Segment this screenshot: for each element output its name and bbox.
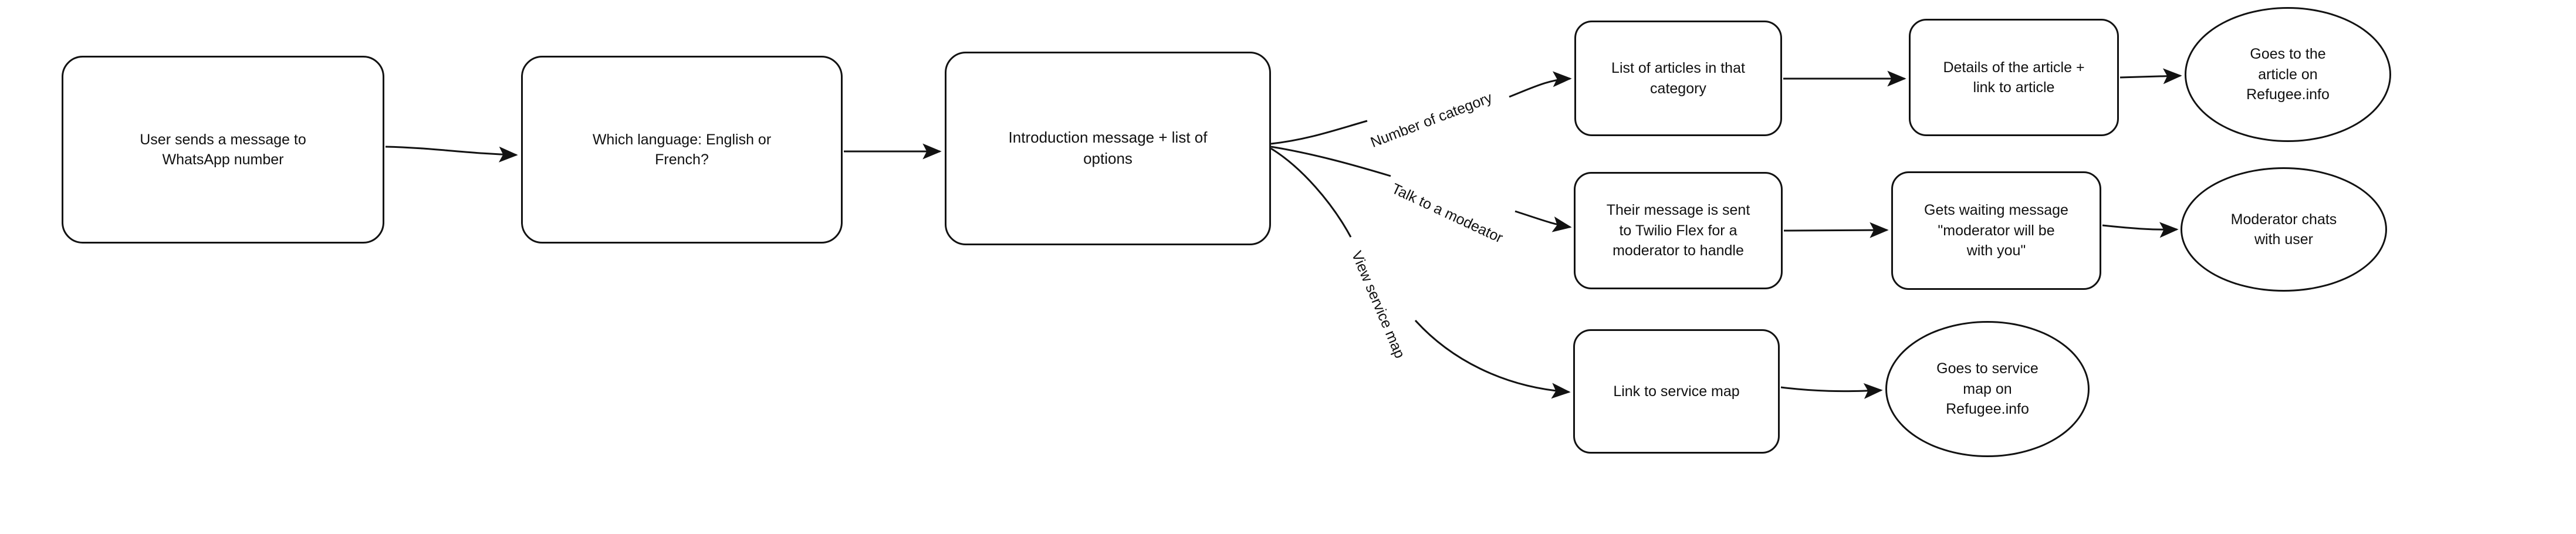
edge-link-service-map-to-goes-to-service-map [1780, 383, 1883, 399]
edge-introduction-to-twilio-flex [1270, 146, 1391, 177]
node-list-of-articles[interactable]: List of articles in that category [1574, 21, 1782, 136]
edge-article-details-to-goes-to-article [2119, 68, 2182, 85]
node-link-service-map[interactable]: Link to service map [1573, 329, 1780, 454]
node-twilio-flex[interactable]: Their message is sent to Twilio Flex for… [1574, 172, 1783, 289]
node-twilio-flex-label: Their message is sent to Twilio Flex for… [1606, 202, 1750, 259]
node-which-language-label: Which language: English or French? [592, 131, 772, 168]
edge-introduction-to-link-service-map [1270, 147, 1352, 238]
node-user-message-label: User sends a message to WhatsApp number [140, 131, 306, 168]
edge-label-number-of-category-text: Number of category [1368, 89, 1495, 151]
edge-label-view-service-map: View service map [1348, 249, 1408, 361]
node-moderator-chats[interactable]: Moderator chats with user [2181, 167, 2387, 292]
node-which-language[interactable]: Which language: English or French? [521, 56, 843, 244]
edge-label-view-service-map-text: View service map [1348, 248, 1408, 361]
edge-waiting-message-to-moderator-chats [2102, 222, 2179, 238]
edge-twilio-flex-to-waiting-message [1783, 222, 1889, 238]
edge-introduction-to-list-of-articles-tail [1509, 71, 1572, 98]
edge-label-talk-to-moderator: Talk to a modeator [1389, 180, 1506, 246]
node-link-service-map-label: Link to service map [1613, 383, 1740, 400]
edge-introduction-to-link-service-map-tail [1414, 319, 1571, 399]
node-article-details-label: Details of the article + link to article [1943, 59, 2085, 96]
node-introduction-message[interactable]: Introduction message + list of options [945, 52, 1271, 245]
node-waiting-message[interactable]: Gets waiting message "moderator will be … [1891, 171, 2101, 290]
node-goes-to-service-map[interactable]: Goes to service map on Refugee.info [1885, 321, 2090, 457]
node-article-details[interactable]: Details of the article + link to article [1909, 19, 2119, 136]
edge-introduction-to-twilio-flex-tail [1515, 210, 1572, 232]
node-introduction-message-label: Introduction message + list of options [1008, 129, 1208, 167]
edge-user-message-to-which-language [385, 146, 518, 163]
node-user-message[interactable]: User sends a message to WhatsApp number [62, 56, 384, 244]
node-goes-to-article-label: Goes to the article on Refugee.info [2246, 46, 2330, 103]
node-goes-to-service-map-label: Goes to service map on Refugee.info [1936, 360, 2039, 418]
node-moderator-chats-label: Moderator chats with user [2230, 211, 2337, 248]
node-list-of-articles-label: List of articles in that category [1611, 60, 1745, 97]
edge-introduction-to-list-of-articles [1270, 120, 1368, 145]
node-goes-to-article[interactable]: Goes to the article on Refugee.info [2185, 7, 2391, 142]
edge-label-talk-to-moderator-text: Talk to a modeator [1389, 180, 1506, 246]
edge-label-number-of-category: Number of category [1368, 89, 1495, 151]
node-waiting-message-label: Gets waiting message "moderator will be … [1924, 202, 2068, 259]
